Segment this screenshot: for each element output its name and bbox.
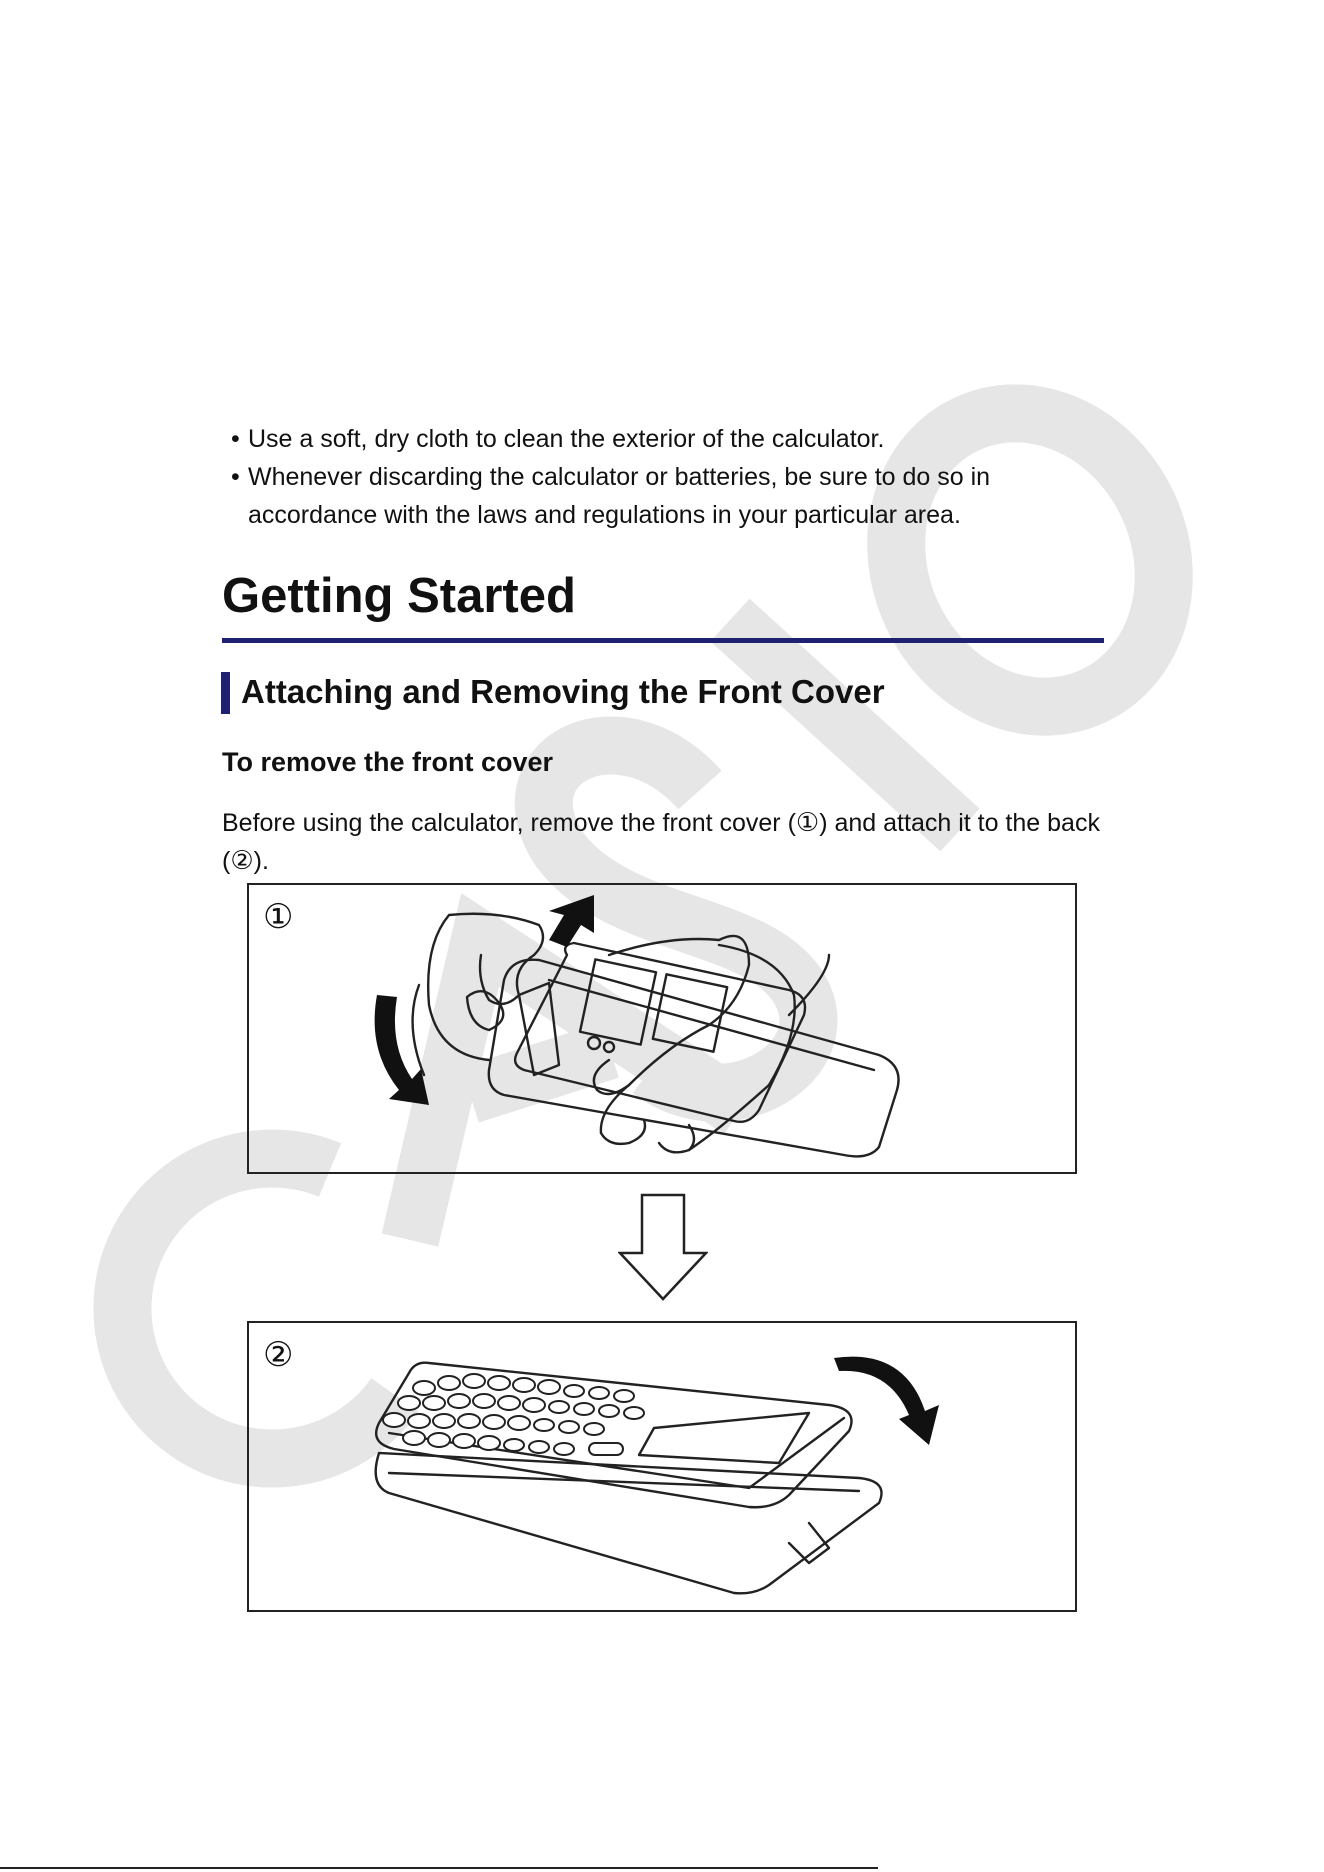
left-hand — [427, 912, 545, 1062]
figure-step-1: ① — [247, 883, 1077, 1174]
next-step-arrow-icon — [618, 1193, 708, 1301]
footer-rule — [0, 1867, 878, 1869]
remove-cover-illustration — [374, 895, 900, 1158]
subsection-marker — [221, 672, 230, 714]
calculator-shape — [513, 941, 807, 1124]
procedure-text: Before using the calculator, remove the … — [222, 804, 1122, 880]
arrow-down-icon — [374, 995, 429, 1105]
bullet-item: Use a soft, dry cloth to clean the exter… — [222, 420, 1122, 458]
procedure-text-part: ) and attach it to the back ( — [222, 809, 1100, 875]
subsection-title: Attaching and Removing the Front Cover — [241, 673, 885, 710]
step-ref-2: ② — [230, 845, 254, 875]
step-ref-1: ① — [795, 807, 820, 837]
watermark-letter-c — [93, 1129, 419, 1488]
arrow-up-icon — [549, 895, 594, 947]
figure-step-2: ② — [247, 1321, 1077, 1612]
display-shape — [637, 1411, 811, 1465]
cover-shape — [487, 958, 900, 1158]
care-bullet-list: Use a soft, dry cloth to clean the exter… — [222, 420, 1122, 534]
rotate-arrow-icon — [834, 1356, 939, 1445]
procedure-text-part: ). — [253, 847, 269, 875]
section-title-rule — [222, 638, 1104, 643]
procedure-text-part: Before using the calculator, remove the … — [222, 809, 796, 837]
procedure-title: To remove the front cover — [222, 747, 554, 777]
attach-cover-illustration — [374, 1356, 939, 1595]
watermark-letter-i — [710, 598, 980, 852]
cover-shape — [374, 1451, 883, 1595]
right-hand — [592, 934, 751, 1096]
bullet-item: Whenever discarding the calculator or ba… — [222, 458, 1122, 534]
section-title: Getting Started — [222, 569, 576, 623]
step-1-label: ① — [263, 898, 294, 936]
step-2-label: ② — [263, 1336, 294, 1374]
calculator-shape — [374, 1361, 853, 1509]
keypad — [382, 1373, 645, 1456]
